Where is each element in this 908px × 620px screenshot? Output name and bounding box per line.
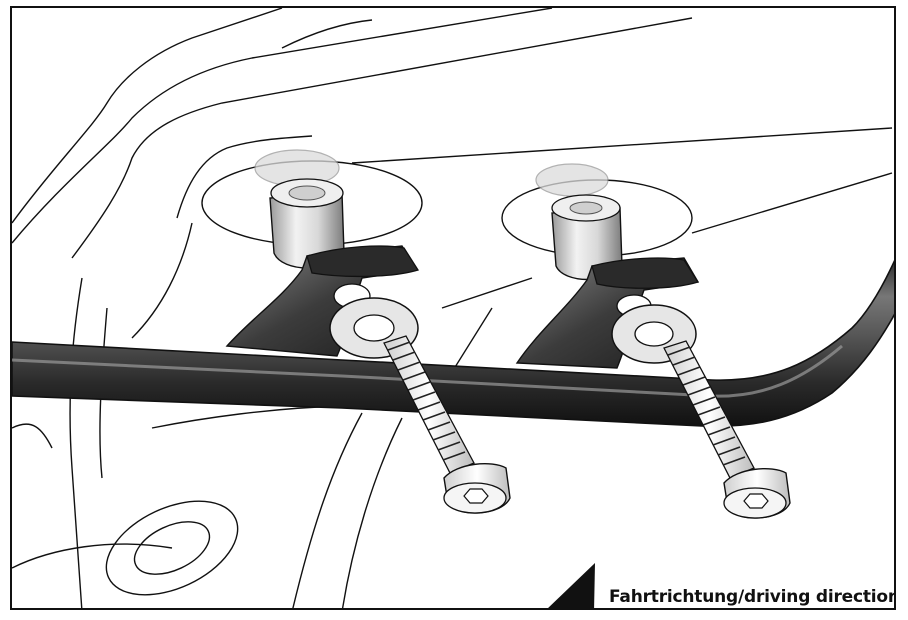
right-bolt xyxy=(663,340,791,519)
right-fastener-upper xyxy=(535,163,623,281)
frame-contour-lines xyxy=(12,8,893,608)
recess-oval xyxy=(105,500,239,596)
triangle-arrow-icon xyxy=(548,563,595,608)
driving-direction-label: Fahrtrichtung/driving direction xyxy=(609,587,896,607)
illustration-frame: Fahrtrichtung/driving direction xyxy=(10,6,896,610)
rack-tube xyxy=(12,259,894,428)
right-bracket xyxy=(515,257,700,369)
assembly-illustration xyxy=(12,8,894,608)
left-fastener-upper xyxy=(254,149,345,269)
left-bolt xyxy=(383,335,511,514)
